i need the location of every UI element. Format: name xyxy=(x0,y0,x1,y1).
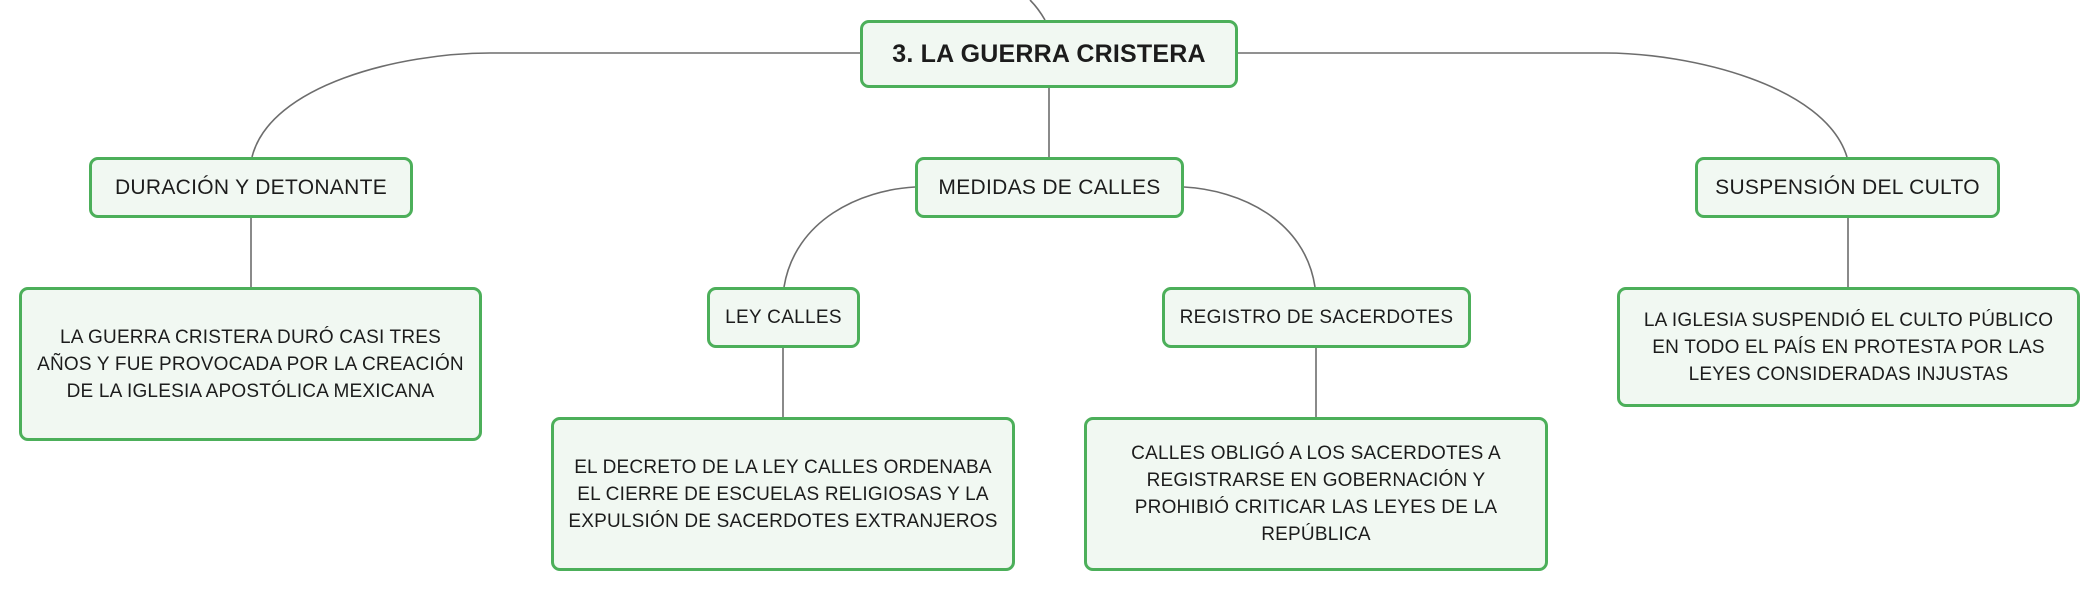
detail-node-registro-text: CALLES OBLIGÓ A LOS SACERDOTES A REGISTR… xyxy=(1131,443,1501,545)
connector-parent-to-root xyxy=(1029,0,1046,21)
detail-node-suspension-text: LA IGLESIA SUSPENDIÓ EL CULTO PÚBLICO EN… xyxy=(1643,309,2054,385)
topic-node-medidas[interactable]: MEDIDAS DE CALLES xyxy=(915,157,1184,218)
subtopic-node-ley-calles[interactable]: LEY CALLES xyxy=(707,287,860,348)
subtopic-node-ley-calles-label: LEY CALLES xyxy=(725,306,842,328)
detail-node-registro[interactable]: CALLES OBLIGÓ A LOS SACERDOTES A REGISTR… xyxy=(1084,417,1548,571)
subtopic-node-registro-label: REGISTRO DE SACERDOTES xyxy=(1179,306,1454,328)
detail-node-suspension[interactable]: LA IGLESIA SUSPENDIÓ EL CULTO PÚBLICO EN… xyxy=(1617,287,2080,407)
topic-node-duracion[interactable]: DURACIÓN Y DETONANTE xyxy=(89,157,413,218)
topic-node-suspension-label: SUSPENSIÓN DEL CULTO xyxy=(1715,175,1980,199)
subtopic-node-registro[interactable]: REGISTRO DE SACERDOTES xyxy=(1162,287,1471,348)
topic-node-medidas-label: MEDIDAS DE CALLES xyxy=(938,175,1161,199)
connector-root-to-suspension xyxy=(1238,52,1848,158)
topic-node-suspension[interactable]: SUSPENSIÓN DEL CULTO xyxy=(1695,157,2000,218)
detail-node-ley-calles-text: EL DECRETO DE LA LEY CALLES ORDENABA EL … xyxy=(568,456,998,532)
connector-medidas-to-registro xyxy=(1183,186,1316,288)
detail-node-duracion-text: LA GUERRA CRISTERA DURÓ CASI TRES AÑOS Y… xyxy=(37,326,464,402)
root-node[interactable]: 3. LA GUERRA CRISTERA xyxy=(860,20,1238,88)
connector-medidas-to-leycalles xyxy=(783,186,916,288)
detail-node-ley-calles[interactable]: EL DECRETO DE LA LEY CALLES ORDENABA EL … xyxy=(551,417,1015,571)
detail-node-duracion[interactable]: LA GUERRA CRISTERA DURÓ CASI TRES AÑOS Y… xyxy=(19,287,482,441)
connector-root-to-duracion xyxy=(251,52,860,158)
root-node-label: 3. LA GUERRA CRISTERA xyxy=(892,39,1206,68)
topic-node-duracion-label: DURACIÓN Y DETONANTE xyxy=(114,175,388,199)
